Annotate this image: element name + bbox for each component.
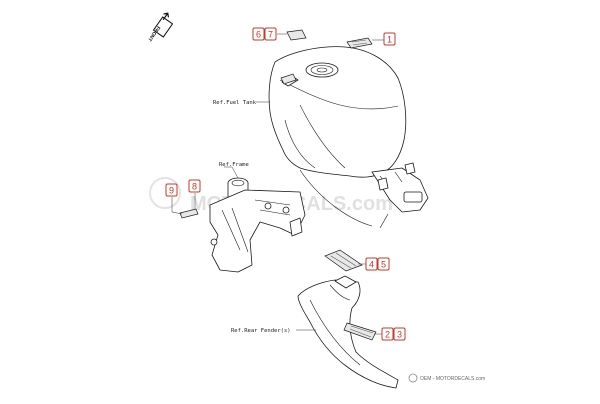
callout-6-box — [252, 27, 265, 41]
fuel-tank-body — [268, 46, 407, 178]
ref-frame-label: Ref.Frame — [219, 162, 249, 168]
front-frame-icon — [152, 16, 174, 38]
callout-1-box — [383, 32, 396, 46]
callout-7[interactable]: 7 — [264, 27, 277, 41]
decal-6-7-shape — [286, 29, 307, 41]
decal-4-5-shape — [324, 249, 363, 272]
fuel-tank — [268, 46, 429, 229]
decal-tank-small — [280, 73, 297, 85]
frame — [179, 177, 306, 273]
frame-head-tube-inner — [231, 179, 245, 187]
rear-fender-top-line — [329, 284, 351, 301]
callout-9[interactable]: 9 — [165, 183, 178, 197]
fuel-tank-crease — [279, 79, 399, 110]
frame-mount-hole — [210, 238, 218, 246]
rear-fender-mount — [334, 275, 357, 289]
frame-bracket — [289, 217, 303, 237]
decal-8-9-shape — [179, 208, 199, 219]
credit-text: OEM - MOTORDECALS.com — [420, 376, 485, 382]
callout-4[interactable]: 4 — [365, 257, 378, 271]
callout-7-label: 7 — [268, 30, 273, 40]
rear-fender — [297, 275, 399, 389]
fuel-cap-inner — [310, 65, 334, 75]
callout-5-label: 5 — [381, 260, 386, 270]
decal-1-stripes — [351, 39, 368, 46]
callout-6-label: 6 — [256, 30, 261, 40]
callout-3-box — [393, 327, 406, 341]
leader-frame — [224, 166, 239, 179]
fuel-tank-bracket — [403, 191, 423, 203]
decal-2-3-stripes — [349, 325, 374, 338]
callout-3[interactable]: 3 — [393, 327, 406, 341]
frame-main-spar — [209, 189, 306, 273]
fuel-tank-clip-2 — [404, 162, 416, 175]
callout-8-label: 8 — [192, 182, 197, 192]
decal-4-5 — [324, 249, 363, 272]
callout-4-label: 4 — [369, 260, 374, 270]
callout-2[interactable]: 2 — [381, 327, 394, 341]
decal-6-7 — [286, 29, 307, 41]
callout-5[interactable]: 5 — [377, 257, 390, 271]
callout-8[interactable]: 8 — [188, 179, 201, 193]
decal-4-5-stripes — [330, 252, 357, 269]
credit-logo-icon — [408, 373, 418, 383]
leader-9 — [171, 197, 183, 215]
ref-rear-fender-label: Ref.Rear Fender(s) — [231, 328, 291, 334]
callout-2-box — [381, 327, 394, 341]
fuel-tank-flange-end — [379, 213, 389, 229]
frame-spar-lines — [221, 199, 291, 253]
fuel-tank-clip — [377, 177, 389, 191]
callout-7-box — [264, 27, 277, 41]
callout-3-label: 3 — [397, 330, 402, 340]
rear-fender-ridge — [309, 299, 361, 366]
decal-1 — [346, 37, 373, 49]
frame-mount-hole — [264, 202, 272, 210]
fuel-cap — [305, 62, 339, 78]
callout-8-box — [188, 179, 201, 193]
front-arrow-icon — [162, 12, 170, 21]
callout-1-label: 1 — [387, 35, 392, 45]
fuel-cap-center — [316, 67, 328, 73]
rear-fender-body — [297, 279, 399, 389]
fuel-tank-side-line — [284, 119, 316, 169]
credit: OEM - MOTORDECALS.com — [408, 373, 485, 383]
callout-2-label: 2 — [385, 330, 390, 340]
frame-mount-hole — [282, 206, 290, 214]
front-indicator: FRONT — [146, 12, 174, 42]
callout-5-box — [377, 257, 390, 271]
decal-2-3 — [343, 322, 377, 341]
callout-1[interactable]: 1 — [383, 32, 396, 46]
callout-6[interactable]: 6 — [252, 27, 265, 41]
fuel-tank-flange — [299, 169, 373, 227]
decal-1-shape — [346, 37, 373, 49]
callout-9-label: 9 — [169, 186, 174, 196]
watermark-logo-icon — [149, 177, 181, 209]
callout-9-box — [165, 183, 178, 197]
ref-fuel-tank-label: Ref.Fuel Tank — [213, 100, 257, 106]
fuel-tank-panel-line — [299, 104, 346, 169]
callout-4-box — [365, 257, 378, 271]
